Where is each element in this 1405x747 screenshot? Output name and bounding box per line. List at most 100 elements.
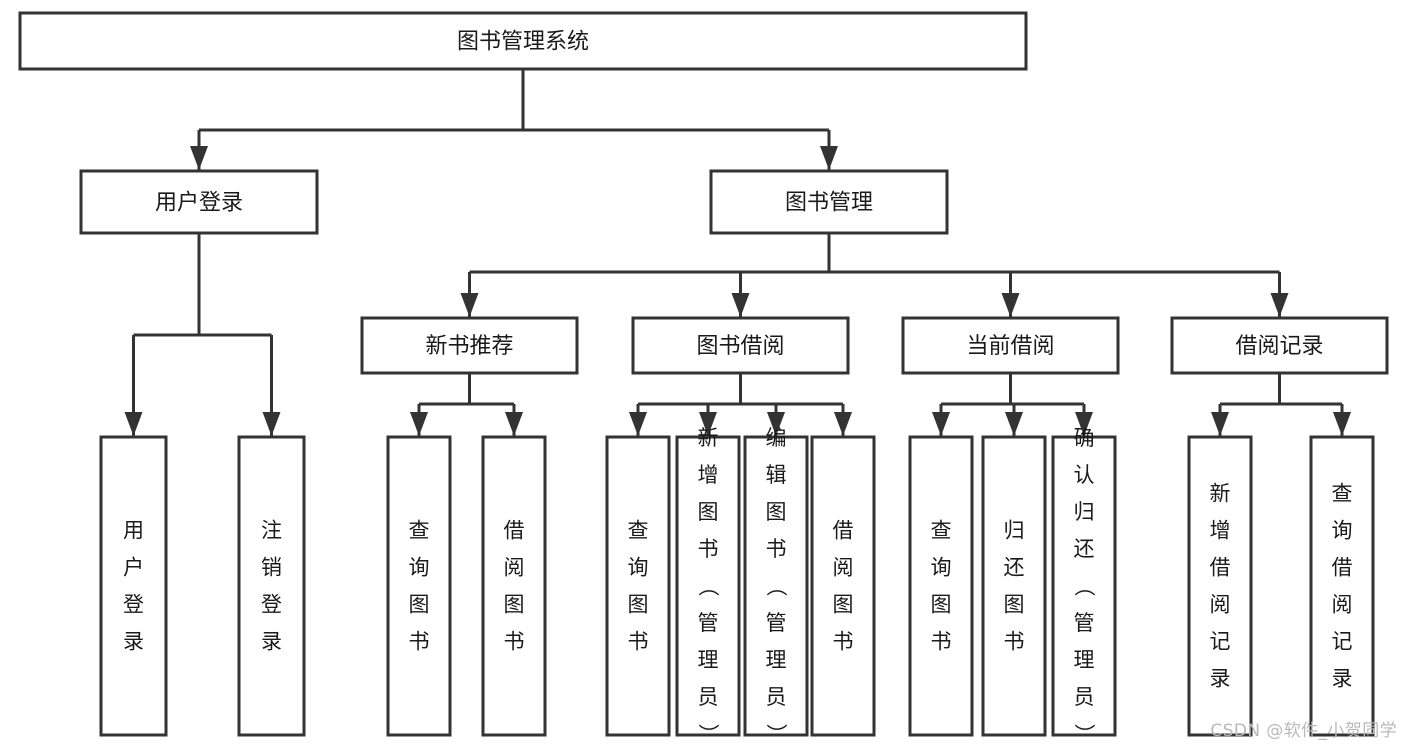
node-label-query-book-rec-char-1: 询	[409, 556, 430, 580]
node-label-edit-book-admin-char-7: 员	[766, 685, 787, 709]
node-label-add-borrow-record-char-1: 增	[1210, 519, 1231, 543]
node-label-confirm-return-admin-char-3: 还	[1074, 537, 1095, 561]
node-label-add-book-admin-char-3: 书	[698, 537, 719, 561]
node-box-borrow-book-do	[810, 435, 876, 737]
node-label-query-book-borrow-char-1: 询	[628, 556, 649, 580]
node-box-new-book-rec	[360, 316, 579, 375]
node-label-return-book-char-2: 图	[1004, 593, 1025, 617]
node-label-query-book-rec-char-2: 图	[409, 593, 430, 617]
connector-group-user-login	[124, 233, 281, 436]
node-label-new-book-rec: 新书推荐	[425, 334, 513, 359]
node-box-query-book-borrow	[605, 435, 671, 737]
node-label-user-login-do-char-2: 登	[123, 593, 144, 617]
node-root[interactable]: 图书管理系统	[18, 11, 1028, 71]
arrow-head-icon	[1075, 412, 1093, 436]
connector-group-book-manage	[460, 233, 1289, 317]
node-label-query-book-rec-char-0: 查	[409, 519, 430, 543]
node-label-query-borrow-record-char-2: 借	[1332, 556, 1353, 580]
arrow-head-icon	[1270, 293, 1289, 317]
node-label-borrow-record: 借阅记录	[1235, 334, 1323, 359]
node-label-edit-book-admin-char-5: 管	[766, 611, 787, 635]
node-label-add-borrow-record-char-0: 新	[1210, 482, 1231, 506]
node-label-return-book-char-3: 书	[1004, 630, 1025, 654]
node-label-borrow-book-rec-char-2: 图	[504, 593, 525, 617]
node-borrow-record[interactable]: 借阅记录	[1170, 316, 1389, 375]
node-label-user-logout-char-0: 注	[261, 519, 282, 543]
arrow-head-icon	[731, 293, 750, 317]
node-label-add-borrow-record-char-4: 记	[1210, 630, 1231, 654]
csdn-watermark: CSDN @软件_小贺同学	[1210, 721, 1397, 741]
node-user-login-do[interactable]: 用户登录	[99, 435, 168, 737]
node-label-add-book-admin-char-2: 图	[698, 500, 719, 524]
arrow-head-icon	[410, 412, 428, 436]
node-label-query-borrow-record-char-4: 记	[1332, 630, 1353, 654]
node-label-user-logout-char-1: 销	[261, 556, 282, 580]
node-label-confirm-return-admin-char-5: 管	[1074, 611, 1095, 635]
node-box-confirm-return-admin	[1051, 435, 1117, 737]
connector-group-borrow-record	[1211, 373, 1351, 436]
node-box-add-book-admin	[675, 435, 741, 737]
node-label-user-login-do-char-3: 录	[123, 630, 144, 654]
node-box-root	[18, 11, 1028, 71]
node-current-borrow[interactable]: 当前借阅	[901, 316, 1120, 375]
node-book-borrow[interactable]: 图书借阅	[631, 316, 850, 375]
node-box-borrow-book-rec	[481, 435, 547, 737]
node-label-add-book-admin-char-7: 员	[698, 685, 719, 709]
node-label-add-borrow-record-char-3: 阅	[1210, 593, 1231, 617]
node-label-add-book-admin-char-5: 管	[698, 611, 719, 635]
node-label-edit-book-admin-char-4: （	[764, 576, 788, 597]
node-label-query-borrow-record-char-0: 查	[1332, 482, 1353, 506]
node-box-book-borrow	[631, 316, 850, 375]
node-label-edit-book-admin-char-8: ）	[764, 724, 788, 745]
node-label-add-book-admin-char-0: 新	[698, 426, 719, 450]
connector-group-new-book-rec	[410, 373, 523, 436]
node-user-login[interactable]: 用户登录	[79, 169, 319, 235]
node-label-root: 图书管理系统	[457, 30, 589, 55]
node-label-edit-book-admin-char-2: 图	[766, 500, 787, 524]
node-box-edit-book-admin	[743, 435, 809, 737]
node-label-query-book-current-char-2: 图	[931, 593, 952, 617]
arrow-head-icon	[932, 412, 950, 436]
node-label-confirm-return-admin-char-6: 理	[1074, 648, 1095, 672]
node-label-borrow-book-rec-char-0: 借	[504, 519, 525, 543]
arrow-head-icon	[699, 412, 717, 436]
node-label-query-book-current-char-0: 查	[931, 519, 952, 543]
node-label-query-borrow-record-char-3: 阅	[1332, 593, 1353, 617]
node-label-edit-book-admin-char-1: 辑	[766, 463, 787, 487]
node-label-user-login-do-char-1: 户	[123, 556, 144, 580]
connector-group-root	[190, 69, 838, 170]
node-label-book-manage: 图书管理	[785, 191, 873, 216]
arrow-head-icon	[505, 412, 523, 436]
node-label-add-borrow-record-char-5: 录	[1210, 667, 1231, 691]
arrow-head-icon	[1211, 412, 1229, 436]
node-book-manage[interactable]: 图书管理	[709, 169, 949, 235]
node-label-user-login: 用户登录	[155, 191, 243, 216]
node-box-borrow-record	[1170, 316, 1389, 375]
node-label-query-book-current-char-1: 询	[931, 556, 952, 580]
node-box-return-book	[981, 435, 1047, 737]
node-box-query-borrow-record	[1309, 435, 1375, 737]
node-label-current-borrow: 当前借阅	[966, 334, 1054, 359]
node-label-query-borrow-record-char-5: 录	[1332, 667, 1353, 691]
arrow-head-icon	[834, 412, 852, 436]
node-label-borrow-book-do-char-0: 借	[833, 519, 854, 543]
arrow-head-icon	[629, 412, 647, 436]
node-box-book-manage	[709, 169, 949, 235]
connector-group-current-borrow	[932, 373, 1093, 436]
node-label-confirm-return-admin-char-4: （	[1072, 576, 1096, 597]
node-new-book-rec[interactable]: 新书推荐	[360, 316, 579, 375]
